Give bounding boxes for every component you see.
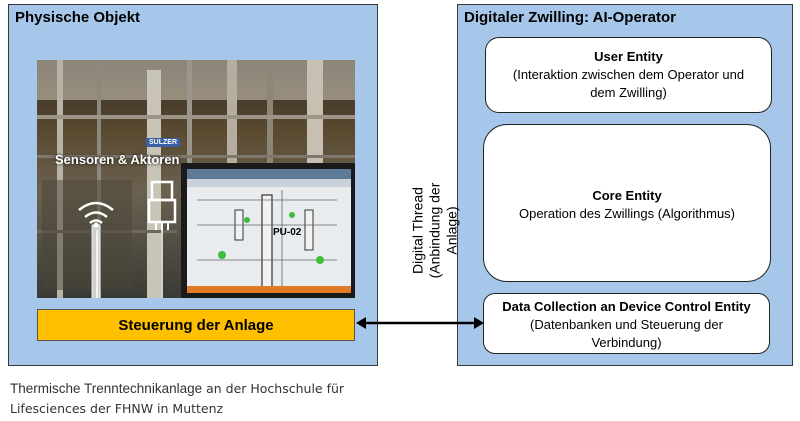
digital-thread-line-2: (Anbindung der Anlage): [426, 182, 460, 279]
brand-label: SULZER: [146, 138, 180, 147]
caption-part-1: Thermische Trenntechnikanlage: [10, 381, 203, 396]
data-entity-desc-2: Verbindung): [591, 335, 662, 350]
core-entity-desc: Operation des Zwillings (Algorithmus): [518, 206, 736, 221]
user-entity-desc-2: dem Zwilling): [590, 85, 667, 100]
data-entity-desc-1: (Datenbanken und Steuerung der: [530, 317, 723, 332]
digital-twin-title: Digitaler Zwilling: AI-Operator: [464, 9, 676, 26]
plant-photo: [37, 60, 355, 298]
caption-line-2: Lifesciences der FHNW in Muttenz: [10, 401, 224, 416]
screen-label: PU-02: [273, 227, 302, 238]
core-entity-title: Core Entity: [592, 188, 662, 203]
user-entity-desc-1: (Interaktion zwischen dem Operator und: [512, 67, 745, 82]
caption: Thermische Trenntechnikanlage an der Hoc…: [10, 379, 344, 419]
physical-object-title: Physische Objekt: [15, 9, 141, 26]
digital-thread-line-1: Digital Thread: [409, 187, 426, 274]
plant-control-box: Steuerung der Anlage: [37, 309, 355, 341]
core-entity-box: Core Entity Operation des Zwillings (Alg…: [483, 124, 771, 282]
caption-part-2: an der Hochschule für: [202, 381, 345, 396]
digital-thread-label: Digital Thread (Anbindung der Anlage): [410, 161, 461, 301]
user-entity-title: User Entity: [594, 49, 663, 64]
user-entity-box: User Entity (Interaktion zwischen dem Op…: [485, 37, 772, 113]
data-entity-title: Data Collection an Device Control Entity: [502, 299, 751, 314]
plant-photo-graphic: [37, 60, 355, 298]
sensors-actuators-label: Sensoren & Aktoren: [55, 152, 180, 167]
plant-control-label: Steuerung der Anlage: [118, 316, 274, 334]
data-collection-entity-box: Data Collection an Device Control Entity…: [483, 293, 770, 354]
